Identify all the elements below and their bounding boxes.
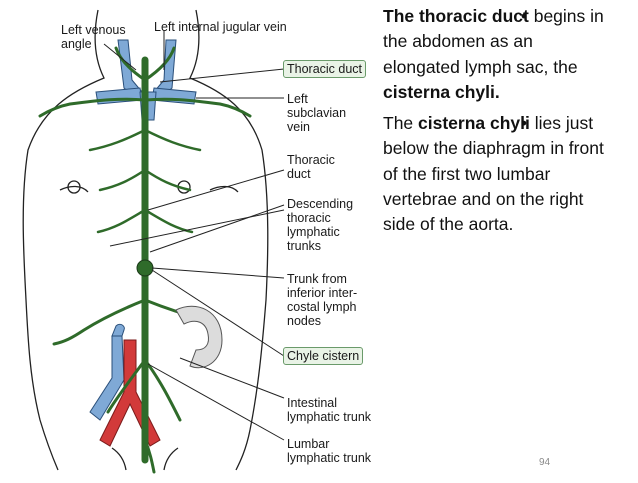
bullet-2-bold-1: cisterna chyli bbox=[418, 113, 530, 134]
intercostal-right-1 bbox=[98, 168, 147, 192]
bullet-1-bold-1: The thoracic duct bbox=[383, 6, 529, 26]
label-trunk-from-inferior-intercostal: Trunk from inferior inter- costal lymph … bbox=[287, 272, 358, 328]
label-left-subclavian-vein: Left subclavian vein bbox=[287, 92, 347, 134]
leader-intestinal bbox=[179, 357, 285, 399]
subclavian-trunk-right bbox=[38, 97, 147, 118]
intestinal-trunk-right bbox=[52, 298, 147, 346]
bullet-1-text-1: begins in the abdomen as an elongated ly… bbox=[383, 6, 604, 77]
vena-cava-top bbox=[111, 323, 125, 337]
page-number: 94 bbox=[539, 457, 551, 468]
lumbar-trunk-right bbox=[106, 358, 147, 414]
intercostal-left-2 bbox=[143, 208, 194, 234]
nipple-right bbox=[209, 185, 239, 193]
bullet-1-bold-2: cisterna chyli. bbox=[383, 81, 500, 102]
bullet-1: • The thoracic duct begins in the abdome… bbox=[383, 4, 633, 105]
leader-lumbar bbox=[147, 363, 285, 441]
bronchomediastinal-right bbox=[88, 128, 147, 152]
label-left-internal-jugular-vein: Left internal jugular vein bbox=[154, 20, 287, 34]
bullet-dot-1: • bbox=[520, 6, 527, 26]
anatomy-illustration bbox=[22, 9, 285, 474]
bullet-2-text-1: The bbox=[383, 113, 419, 134]
intercostal-right-2 bbox=[96, 208, 147, 234]
label-chyle-cistern-box: Chyle cistern bbox=[283, 347, 364, 365]
leader-trunk-intercostal bbox=[151, 267, 285, 279]
leader-descending-1 bbox=[149, 204, 285, 253]
leader-lines bbox=[103, 30, 285, 441]
bullet-2: • The cisterna chyli lies just below the… bbox=[383, 111, 633, 237]
jugular-trunk-right bbox=[114, 46, 147, 82]
label-lumbar-lymphatic-trunk: Lumbar lymphatic trunk bbox=[287, 437, 372, 465]
lymphatic-anatomy-figure: Left venous angle Left internal jugular … bbox=[22, 9, 372, 474]
leader-thoracic-duct-box bbox=[159, 68, 285, 83]
lumbar-trunk-lower bbox=[143, 438, 156, 474]
leader-venous-angle bbox=[103, 43, 137, 71]
label-intestinal-lymphatic-trunk: Intestinal lymphatic trunk bbox=[287, 396, 372, 424]
bullet-dot-2: • bbox=[520, 113, 527, 134]
body-outline-left bbox=[22, 9, 105, 471]
groin-left bbox=[111, 447, 127, 471]
groin-right bbox=[163, 447, 179, 471]
bronchomediastinal-left bbox=[143, 128, 202, 152]
cisterna-chyli-node bbox=[136, 259, 154, 277]
intercostal-left-1 bbox=[143, 168, 192, 192]
leader-chyle-cistern bbox=[151, 269, 285, 357]
nipple-left-circle bbox=[67, 180, 81, 194]
label-thoracic-duct-box: Thoracic duct bbox=[283, 60, 367, 78]
label-left-venous-angle: Left venous angle bbox=[61, 23, 126, 51]
intestine-segment bbox=[175, 305, 223, 369]
bullet-list: • The thoracic duct begins in the abdome… bbox=[383, 4, 633, 244]
body-outline bbox=[22, 9, 269, 471]
bullet-2-text-2: lies just below the diaphragm in front o… bbox=[383, 113, 604, 235]
nipple-left bbox=[59, 185, 89, 193]
body-outline-right bbox=[189, 9, 269, 471]
lumbar-trunk-left bbox=[143, 358, 182, 422]
leader-thoracic-duct bbox=[147, 169, 285, 211]
leader-descending-2 bbox=[109, 209, 285, 247]
subclavian-trunk-left bbox=[143, 97, 252, 118]
label-descending-thoracic-lymphatic-trunks: Descending thoracic lymphatic trunks bbox=[287, 197, 354, 253]
label-thoracic-duct: Thoracic duct bbox=[287, 153, 335, 181]
